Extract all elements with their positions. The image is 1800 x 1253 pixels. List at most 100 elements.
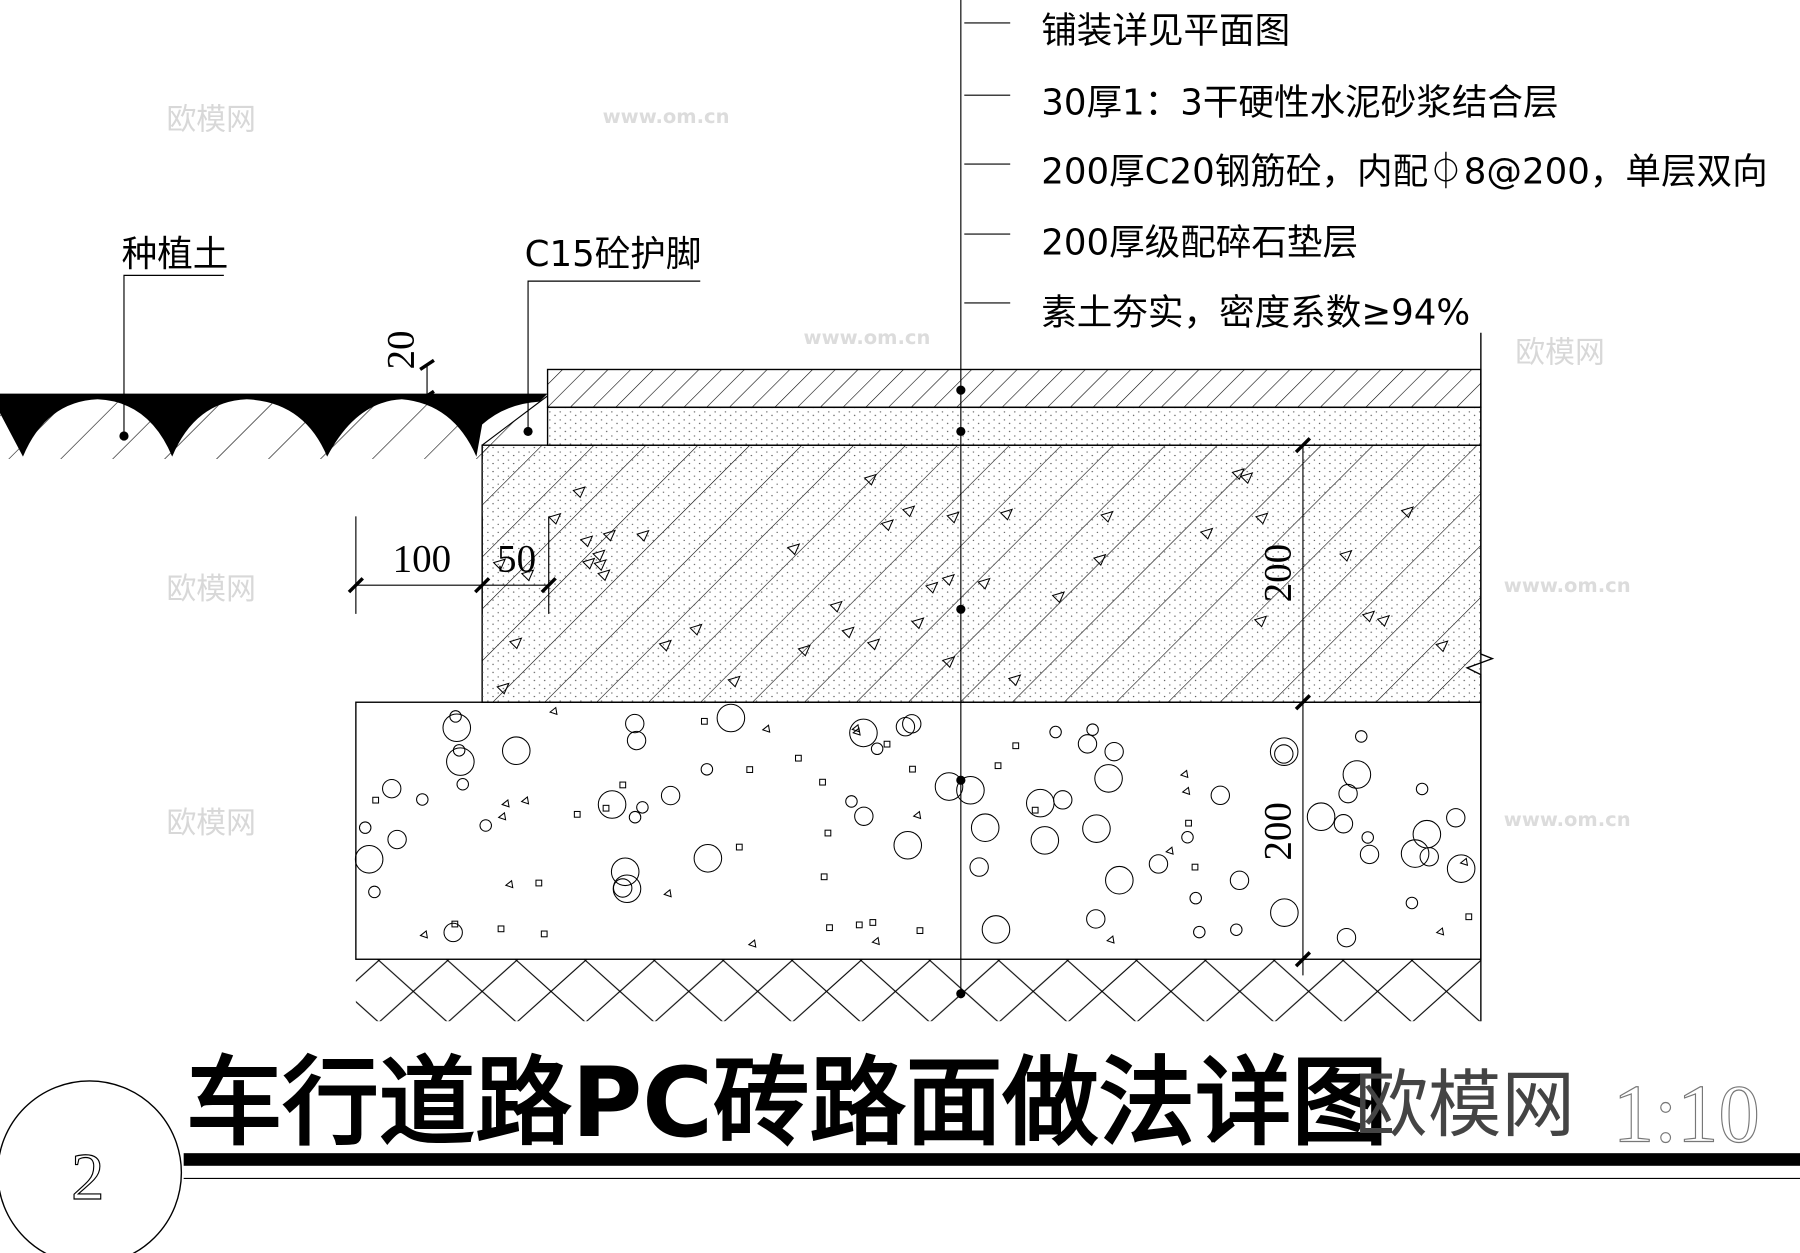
gravel-stone — [1053, 790, 1073, 810]
dimension-100-50: 100 50 — [347, 516, 557, 614]
gravel-stone — [912, 810, 922, 820]
gravel-stone — [693, 844, 723, 873]
gravel-stone — [501, 736, 531, 765]
gravel-stone — [716, 703, 746, 733]
gravel-stone — [824, 829, 832, 837]
gravel-stone — [354, 845, 384, 874]
gravel-stone — [1094, 764, 1123, 793]
gravel-stone — [573, 810, 581, 818]
pc-brick-paving-layer — [546, 368, 1482, 409]
concrete-aggregate-mark — [581, 557, 596, 570]
gravel-stone — [1191, 863, 1199, 871]
gravel-stone — [981, 915, 1011, 944]
concrete-aggregate-mark — [1361, 610, 1376, 623]
gravel-stone — [358, 821, 372, 834]
dimension-gravel-text: 200 — [1256, 802, 1299, 861]
gravel-stone — [1230, 923, 1243, 936]
watermark-url: www.om.cn — [1504, 808, 1631, 831]
concrete-aggregate-mark — [866, 638, 881, 651]
title-underline-thick — [183, 1153, 1800, 1166]
gravel-stone — [1446, 808, 1466, 828]
dimension-vertical: 200 200 — [1256, 437, 1312, 976]
concrete-aggregate-mark — [520, 569, 535, 582]
watermark-brand: 欧模网 — [166, 806, 256, 841]
concrete-aggregate-mark — [492, 558, 507, 571]
gravel-stone — [1270, 898, 1299, 927]
gravel-stone — [700, 763, 714, 776]
concrete-aggregate-mark — [1255, 512, 1269, 525]
gravel-stone — [368, 885, 381, 899]
gravel-stone — [1361, 831, 1374, 844]
concrete-aggregate-mark — [911, 617, 925, 630]
gravel-stone — [1336, 927, 1357, 948]
concrete-aggregate-mark — [602, 529, 616, 542]
gravel-stone — [1181, 831, 1194, 844]
gravel-stone — [535, 879, 543, 887]
gravel-stone — [969, 857, 989, 877]
gravel-stone — [613, 878, 633, 898]
gravel-stone — [895, 717, 916, 737]
gravel-stone — [1419, 847, 1439, 867]
concrete-aggregate-mark — [941, 656, 956, 669]
drawing-title: 车行道路PC砖路面做法详图 — [186, 1047, 1388, 1159]
concrete-aggregate-mark — [593, 559, 607, 572]
gravel-stone — [761, 724, 771, 733]
mortar-bedding-layer — [546, 406, 1482, 446]
gravel-stone — [442, 713, 472, 743]
gravel-stone — [1306, 802, 1336, 832]
gravel-stone — [1333, 814, 1354, 834]
gravel-stone — [1179, 769, 1189, 779]
gravel-stone — [934, 772, 964, 801]
gravel-stone — [1459, 857, 1469, 867]
concrete-aggregate-mark — [925, 581, 939, 594]
gravel-stone — [660, 785, 681, 806]
planting-soil-symbol — [0, 393, 548, 457]
gravel-stone — [1049, 725, 1062, 739]
gravel-stone — [1106, 935, 1115, 944]
gravel-stone — [1031, 806, 1039, 814]
concrete-aggregate-mark — [1199, 527, 1214, 540]
gravel-stone — [956, 775, 985, 805]
concrete-aggregate-mark — [999, 508, 1014, 521]
gravel-stone — [747, 939, 757, 948]
gravel-stone — [1148, 854, 1169, 874]
concrete-aggregate-mark — [946, 511, 960, 524]
gravel-stone — [869, 919, 877, 926]
gravel-stone — [1446, 854, 1476, 883]
gravel-stone — [854, 806, 874, 826]
gravel-stone — [1210, 785, 1230, 806]
gravel-stone — [1189, 891, 1202, 905]
break-line — [1465, 332, 1495, 1022]
gravel-stone — [625, 713, 645, 734]
gravel-stone — [1030, 826, 1060, 855]
concrete-aggregate-mark — [1400, 506, 1415, 519]
concrete-aggregate-mark — [548, 512, 562, 525]
concrete-aggregate-mark — [636, 529, 650, 542]
gravel-stone — [446, 747, 475, 776]
concrete-aggregate-mark — [786, 543, 801, 556]
callout-gravel: 200厚级配碎石垫层 — [1041, 223, 1358, 264]
gravel-stone — [416, 793, 429, 806]
gravel-stone — [916, 927, 924, 934]
gravel-stone — [970, 813, 1000, 842]
layer-callouts: 铺装详见平面图 30厚1：3干硬性水泥砂浆结合层 200厚C20钢筋砼，内配⏀8… — [956, 0, 1768, 999]
concrete-aggregate-mark — [1239, 472, 1254, 485]
gravel-stone — [1359, 844, 1380, 865]
dimension-20-text: 20 — [379, 330, 422, 369]
gravel-base-layer — [355, 701, 1482, 960]
gravel-stone — [479, 819, 492, 832]
concrete-aggregate-mark — [1092, 553, 1107, 566]
gravel-stone — [1082, 814, 1111, 843]
concrete-aggregate-mark — [1231, 468, 1245, 481]
gravel-stone — [1338, 783, 1358, 804]
gravel-stone — [382, 778, 402, 799]
gravel-stone — [746, 766, 754, 773]
gravel-stone — [452, 744, 466, 757]
concrete-aggregate-mark — [592, 549, 606, 562]
callout-concrete: 200厚C20钢筋砼，内配⏀8@200，单层双向 — [1041, 152, 1768, 193]
dimension-100-text: 100 — [393, 537, 452, 580]
gravel-stone — [501, 799, 510, 808]
gravel-stone — [497, 925, 505, 933]
concrete-aggregate-mark — [572, 486, 586, 499]
gravel-stone — [1405, 896, 1419, 910]
